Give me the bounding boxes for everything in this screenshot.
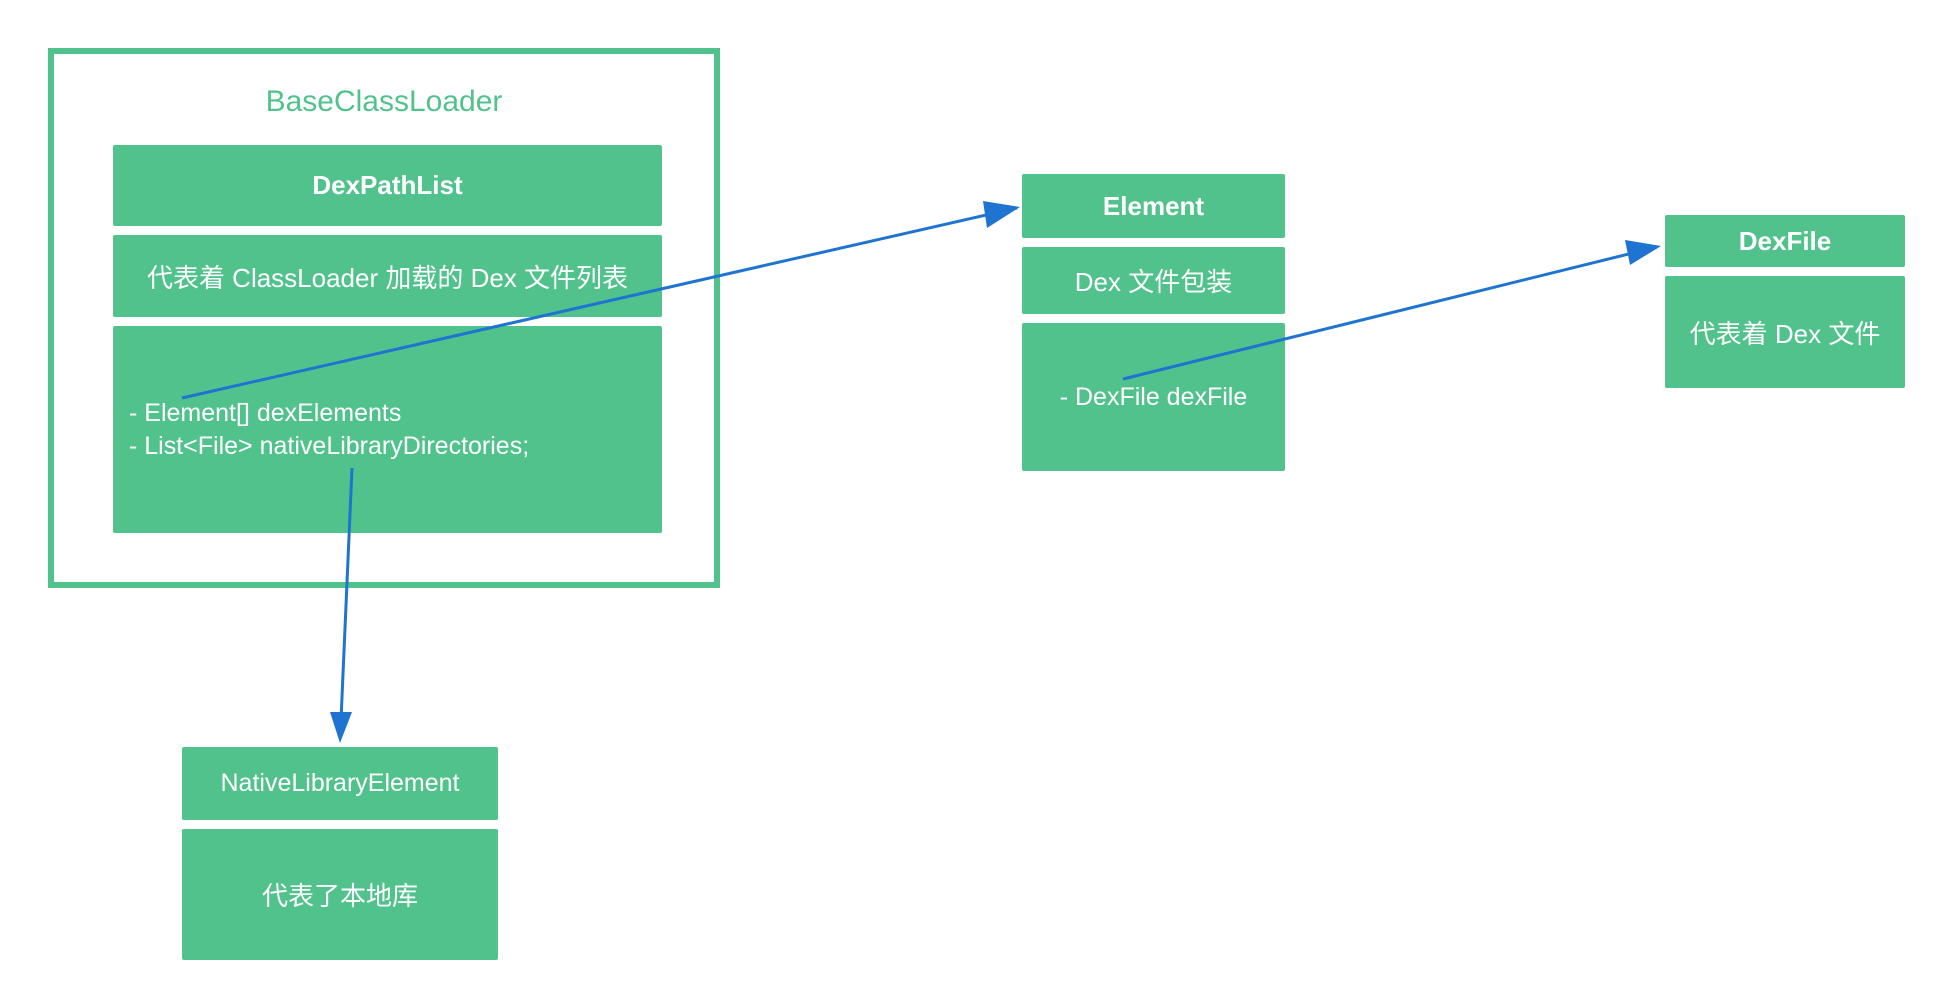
element-header: Element	[1022, 174, 1285, 238]
dex-file-description: 代表着 Dex 文件	[1689, 318, 1881, 349]
native-library-element-title: NativeLibraryElement	[220, 769, 460, 797]
dex-file-title: DexFile	[1738, 225, 1832, 256]
dex-path-list-description: 代表着 ClassLoader 加载的 Dex 文件列表	[146, 262, 629, 293]
arrowhead-dexfile	[1625, 240, 1661, 265]
element-description-box: Dex 文件包装	[1022, 247, 1285, 314]
base-class-loader-title: BaseClassLoader	[265, 85, 503, 118]
dex-file-description-box: 代表着 Dex 文件	[1665, 276, 1905, 388]
dex-path-list-title: DexPathList	[312, 170, 463, 200]
dex-path-list-fields-box: - Element[] dexElements - List<File> nat…	[113, 326, 662, 533]
element-title: Element	[1102, 190, 1205, 221]
field-dex-elements: - Element[] dexElements	[129, 398, 402, 427]
native-library-element-description: 代表了本地库	[261, 881, 418, 911]
dex-path-list-header: DexPathList	[113, 145, 662, 226]
dex-file-header: DexFile	[1665, 215, 1905, 267]
native-library-element-header: NativeLibraryElement	[182, 747, 498, 820]
dex-path-list-description-box: 代表着 ClassLoader 加载的 Dex 文件列表	[113, 235, 662, 317]
arrowhead-native-library-element	[330, 712, 352, 743]
field-native-library-directories: - List<File> nativeLibraryDirectories;	[129, 431, 530, 460]
native-library-element-description-box: 代表了本地库	[182, 829, 498, 960]
field-dex-file: - DexFile dexFile	[1059, 382, 1248, 411]
element-description: Dex 文件包装	[1074, 267, 1233, 297]
element-fields-box: - DexFile dexFile	[1022, 323, 1285, 471]
arrowhead-element	[983, 201, 1020, 228]
